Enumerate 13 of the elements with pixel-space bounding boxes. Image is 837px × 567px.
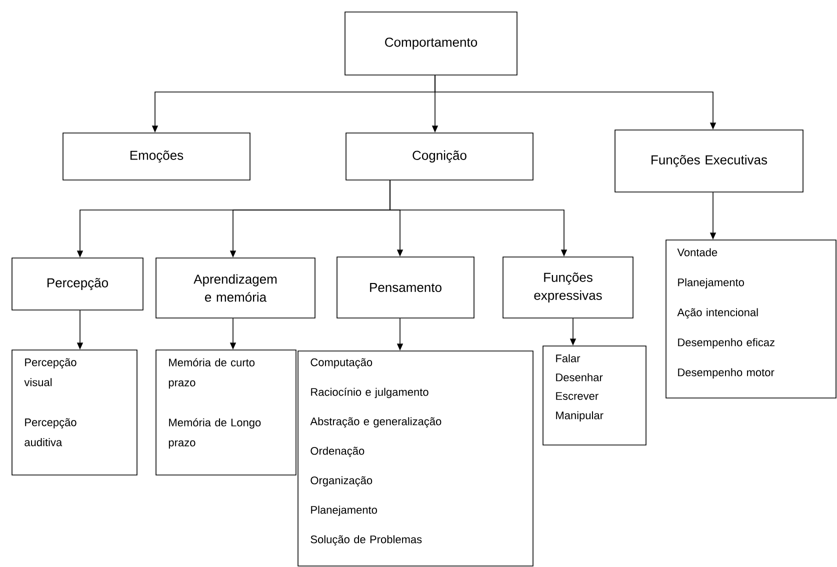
box: Cognição <box>346 132 534 180</box>
list-box: Falar Desenhar Escrever Manipular <box>542 346 646 446</box>
box: Funções expressivas <box>502 256 634 318</box>
box: Percepção <box>12 258 144 310</box>
list-box: Memória de curto prazo Memória de Longo prazo <box>156 350 296 476</box>
list-box: Computação Raciocínio e julgamento Abstração e generalização Ordenação Organização Planejamento Solução de Problemas <box>298 350 534 566</box>
list-box: Percepção visual Percepção auditiva <box>12 350 138 476</box>
box: Comportamento <box>344 12 518 76</box>
box: Pensamento <box>336 256 474 318</box>
box: Emoções <box>62 132 250 180</box>
box: Aprendizagem e memória <box>156 258 316 318</box>
list-box: Vontade Planejamento Ação intencional Desempenho eficaz Desempenho motor <box>666 240 836 398</box>
box: Funções Executivas <box>614 130 804 192</box>
